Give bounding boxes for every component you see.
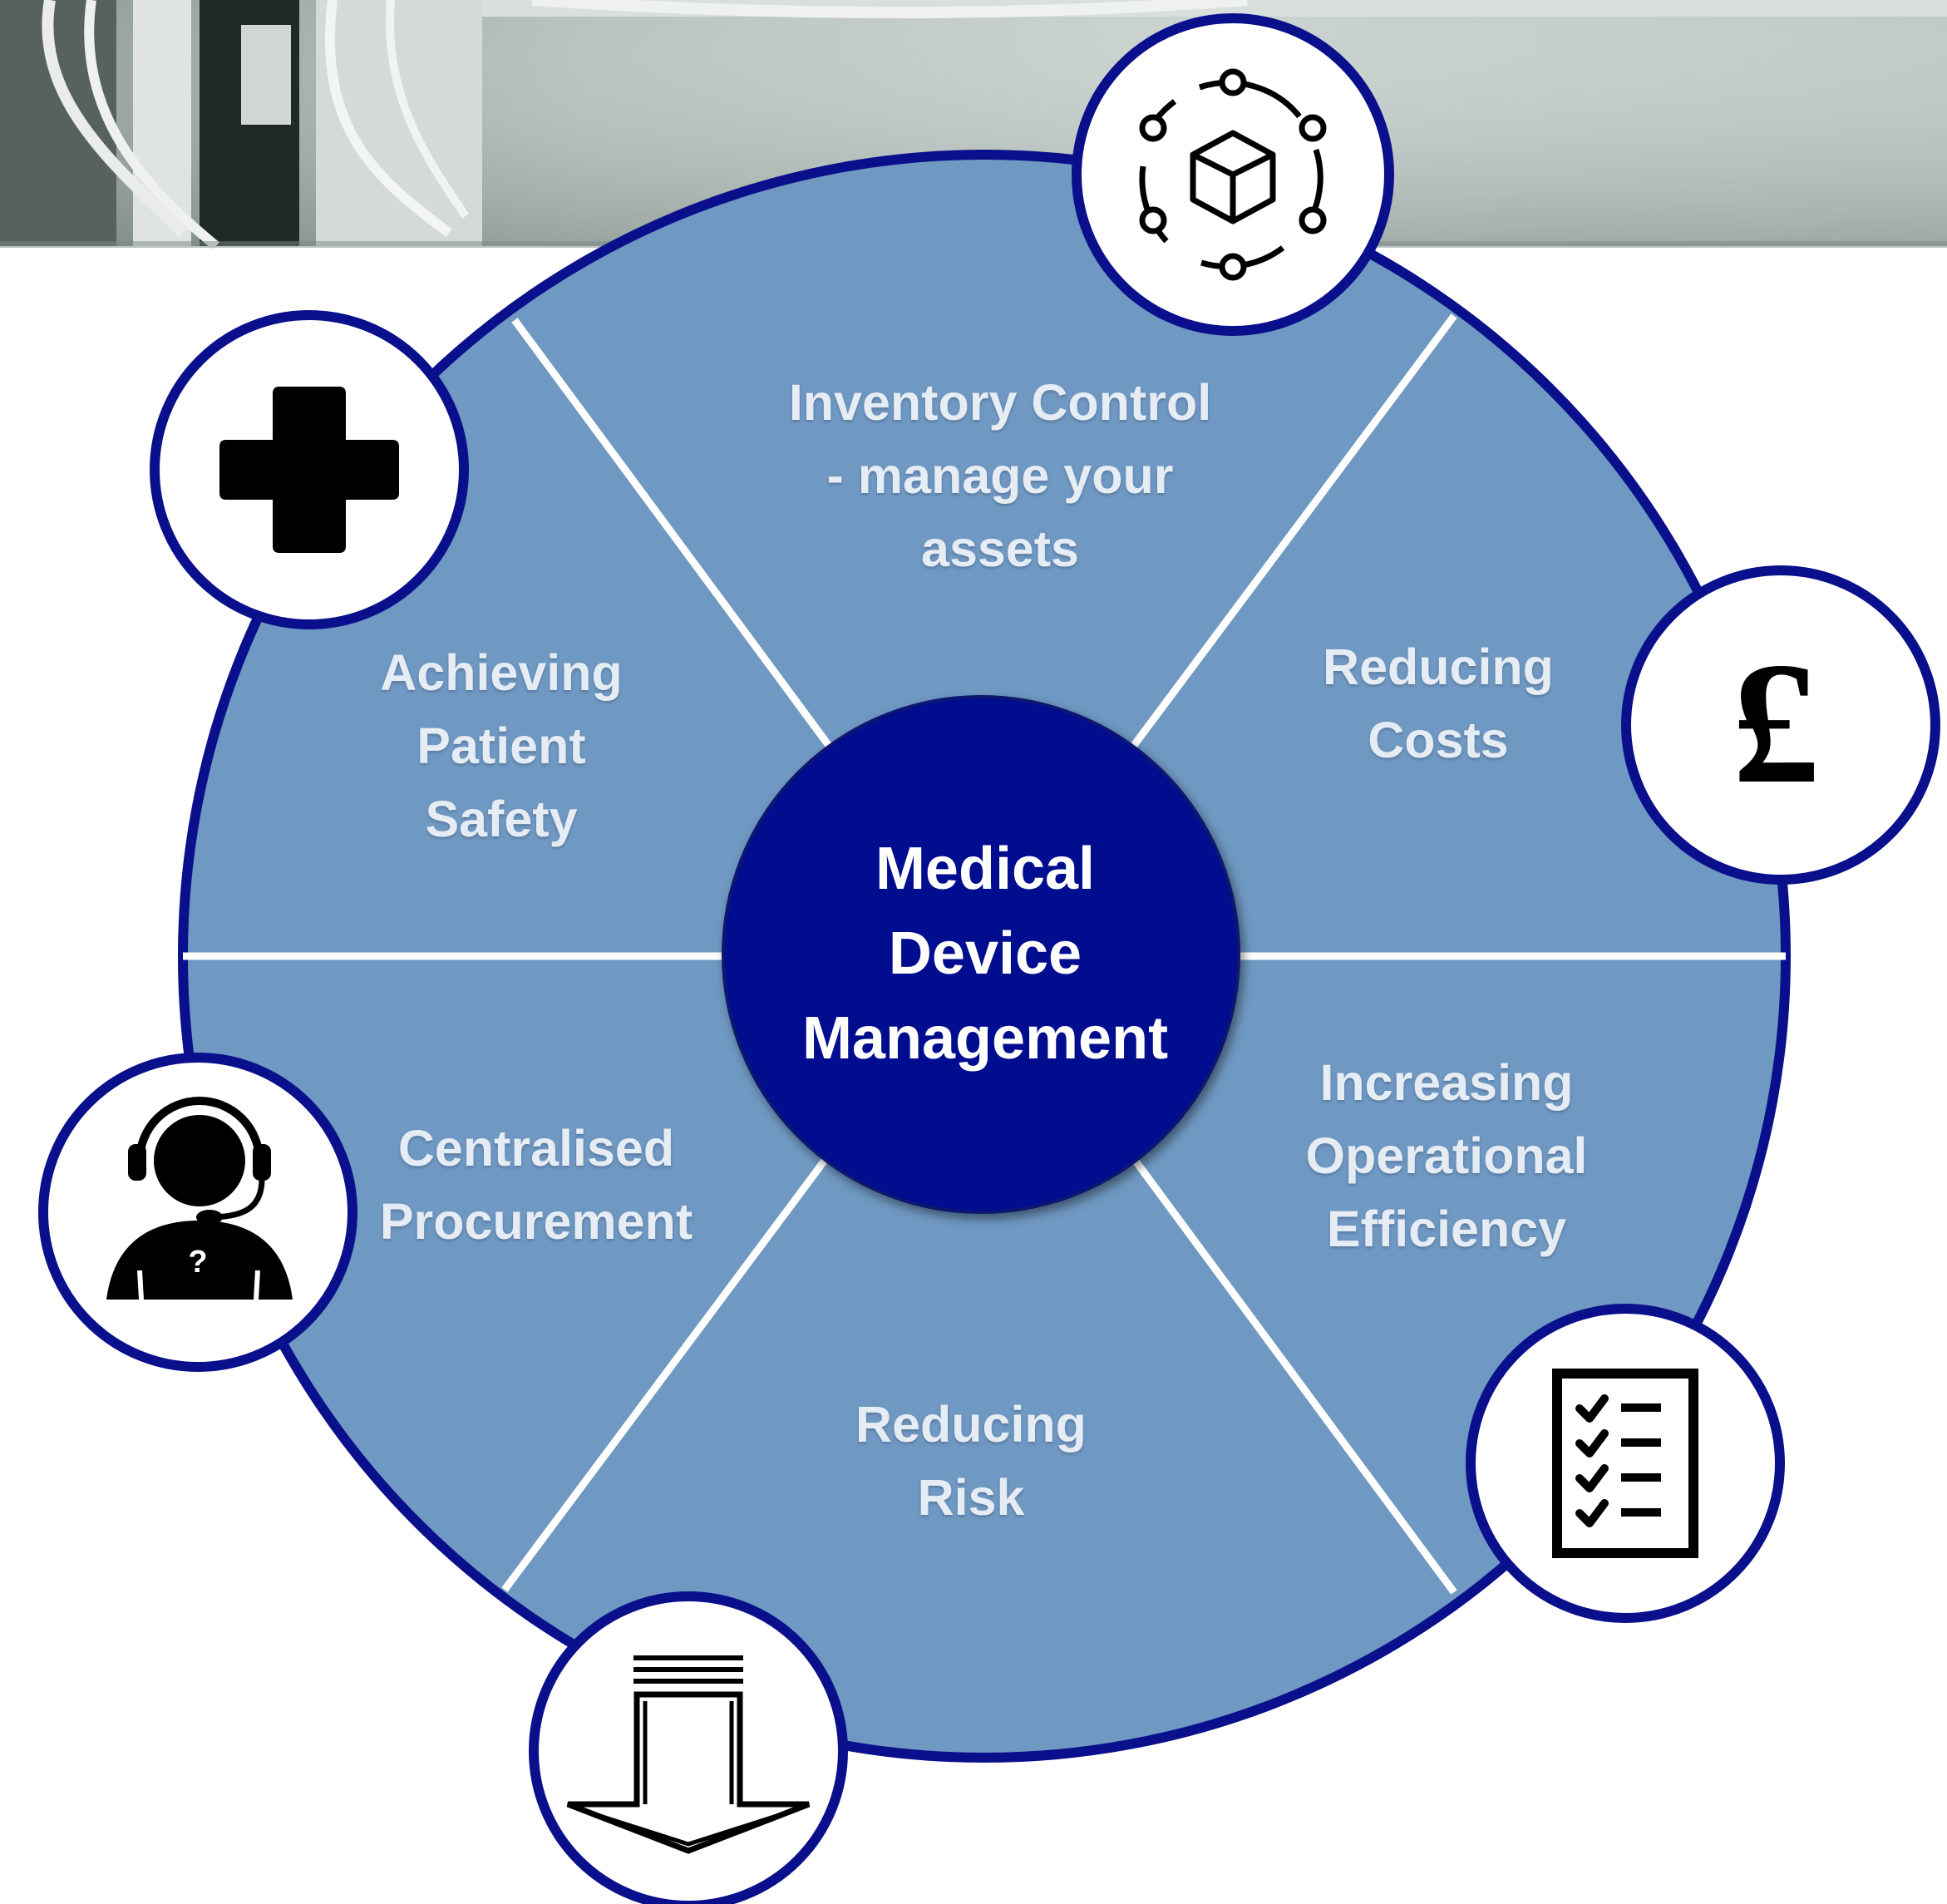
label-line: - manage your <box>826 447 1174 504</box>
label-line: Reducing <box>1323 639 1554 695</box>
center-title-line: Management <box>801 1005 1169 1072</box>
label-line: assets <box>921 520 1079 577</box>
label-line: Efficiency <box>1326 1201 1567 1257</box>
safety-badge <box>150 310 469 629</box>
center-title: Medical Device Management <box>802 826 1168 1081</box>
support-agent-icon: ? <box>106 1097 293 1300</box>
label-line: Risk <box>917 1469 1025 1526</box>
down-arrow-icon <box>566 1655 811 1854</box>
question-mark-icon: ? <box>188 1245 207 1280</box>
checklist-icon <box>1552 1369 1698 1558</box>
center-title-line: Medical <box>875 836 1096 902</box>
center-title-line: Device <box>888 920 1082 987</box>
costs-badge: £ <box>1621 565 1940 885</box>
segment-label-inventory: Inventory Control - manage your assets <box>789 366 1211 585</box>
label-line: Patient <box>417 718 586 774</box>
pound-sign-icon: £ <box>1733 627 1820 820</box>
segment-label-procurement: Centralised Procurement <box>380 1112 693 1258</box>
inventory-badge <box>1072 13 1394 336</box>
segment-label-risk: Reducing Risk <box>855 1388 1087 1534</box>
center-hub <box>722 695 1240 1214</box>
segment-label-efficiency: Increasing Operational Efficiency <box>1306 1046 1588 1265</box>
label-line: Centralised <box>397 1120 675 1176</box>
risk-badge <box>529 1591 848 1904</box>
medical-cross-icon <box>219 387 399 553</box>
label-line: Procurement <box>379 1193 693 1250</box>
label-line: Inventory Control <box>788 374 1212 431</box>
label-line: Costs <box>1368 712 1509 768</box>
procurement-badge: ? <box>38 1053 357 1372</box>
segment-label-safety: Achieving Patient Safety <box>380 636 623 856</box>
efficiency-badge <box>1466 1304 1785 1623</box>
cube-network-icon <box>1139 68 1327 281</box>
label-line: Increasing <box>1319 1054 1574 1111</box>
label-line: Safety <box>425 791 578 847</box>
label-line: Reducing <box>855 1396 1087 1453</box>
segment-label-costs: Reducing Costs <box>1323 630 1554 777</box>
header-photo-banner <box>0 0 1947 249</box>
label-line: Operational <box>1305 1127 1588 1184</box>
label-line: Achieving <box>380 644 623 701</box>
